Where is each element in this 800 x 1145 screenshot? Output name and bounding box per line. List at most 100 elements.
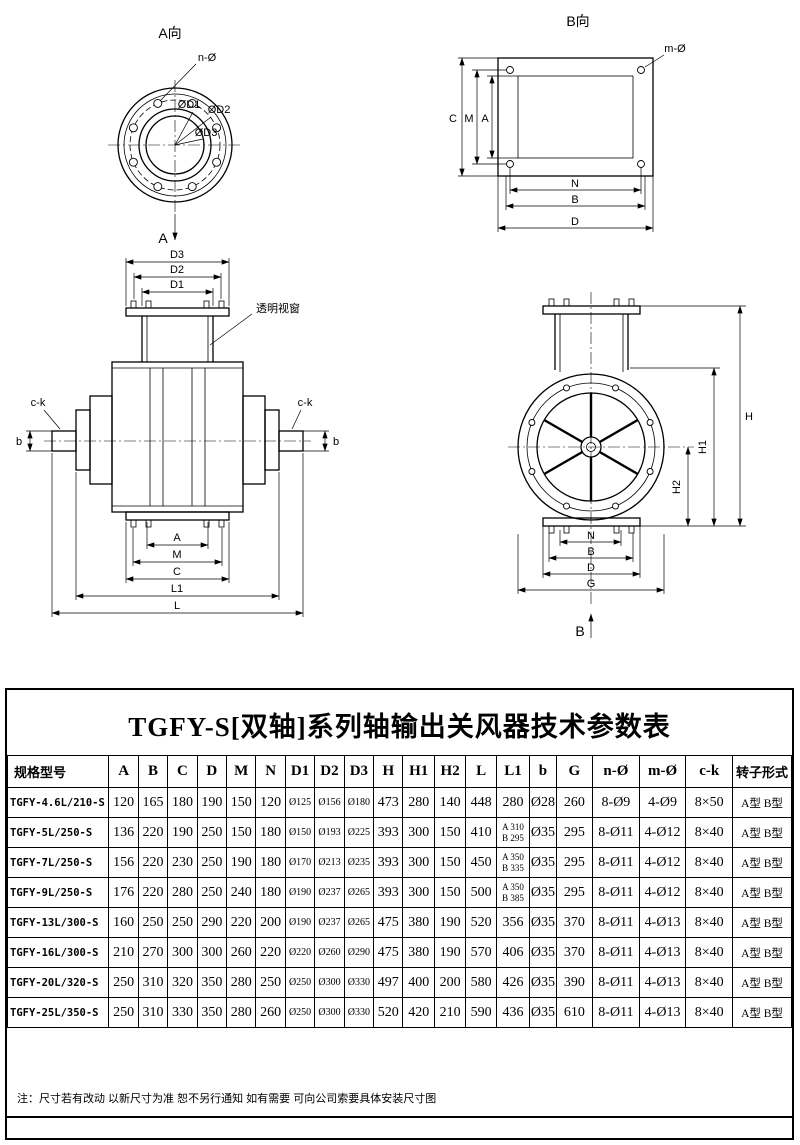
table-cell: Ø300 xyxy=(314,967,345,998)
table-cell: 156 xyxy=(108,847,139,878)
column-header: D3 xyxy=(343,755,375,788)
table-cell: A型 B型 xyxy=(732,847,792,878)
view-b-title: B向 xyxy=(566,13,589,29)
table-cell: 280 xyxy=(226,997,257,1028)
table-cell: 250 xyxy=(196,877,228,908)
column-header: c-k xyxy=(685,755,734,788)
column-header: b xyxy=(529,755,557,788)
table-cell: 4-Ø9 xyxy=(638,787,687,818)
table-cell: Ø156 xyxy=(314,787,345,818)
table-cell: 150 xyxy=(226,817,257,848)
bolt-circle xyxy=(129,99,221,191)
table-cell: 8×40 xyxy=(685,997,734,1028)
table-cell: 150 xyxy=(433,817,467,848)
table-cell: 448 xyxy=(465,787,497,818)
table-cell: 240 xyxy=(226,877,257,908)
table-cell: 160 xyxy=(108,907,139,938)
dim-h1-label: H1 xyxy=(697,440,709,454)
table-cell: 280 xyxy=(402,787,435,818)
table-cell: Ø190 xyxy=(284,907,316,938)
table-cell: 370 xyxy=(555,907,594,938)
table-cell: 4-Ø13 xyxy=(638,997,687,1028)
table-cell: 473 xyxy=(373,787,404,818)
table-cell: Ø265 xyxy=(343,877,375,908)
flange-outer-circle xyxy=(117,87,233,203)
table-cell: 8×50 xyxy=(685,787,734,818)
table-cell: 220 xyxy=(255,937,286,968)
right-bearing-housing xyxy=(242,395,266,485)
table-cell: 250 xyxy=(196,817,228,848)
table-cell: 8-Ø11 xyxy=(592,817,640,848)
table-cell: Ø35 xyxy=(529,847,557,878)
table-cell: 370 xyxy=(555,937,594,968)
keyway-label-left: c-k xyxy=(31,397,46,409)
column-header: 规格型号 xyxy=(6,755,110,788)
table-cell: 190 xyxy=(226,847,257,878)
table-cell: 150 xyxy=(226,787,257,818)
side-top-flange xyxy=(542,305,641,315)
column-header: H1 xyxy=(402,755,435,788)
table-cell: 260 xyxy=(555,787,594,818)
table-cell: Ø300 xyxy=(314,997,345,1028)
table-cell: Ø28 xyxy=(529,787,557,818)
table-cell: 300 xyxy=(402,877,435,908)
column-header: H2 xyxy=(433,755,467,788)
d1-diameter-label: ØD1 xyxy=(178,99,201,111)
table-cell: 150 xyxy=(433,847,467,878)
table-cell: Ø235 xyxy=(343,847,375,878)
table-cell: 250 xyxy=(196,847,228,878)
technical-drawing: A向 n-Ø ØD1 ØD2 ØD3 A B向 m-Ø C xyxy=(16,13,753,639)
table-cell: TGFY-16L/300-S xyxy=(6,937,110,968)
column-header: L1 xyxy=(495,755,531,788)
column-header: n-Ø xyxy=(592,755,640,788)
side-bottom-flange xyxy=(542,517,641,527)
table-cell: 8-Ø11 xyxy=(592,997,640,1028)
table-cell: Ø250 xyxy=(284,997,316,1028)
table-cell: 8×40 xyxy=(685,847,734,878)
table-cell: 393 xyxy=(373,877,404,908)
table-cell: 330 xyxy=(167,997,198,1028)
dim-b-shaft-right: b xyxy=(333,436,339,448)
table-cell: 250 xyxy=(167,907,198,938)
table-cell: 140 xyxy=(433,787,467,818)
column-header: 转子形式 xyxy=(732,755,792,788)
valve-body xyxy=(111,361,244,513)
table-cell: 260 xyxy=(255,997,286,1028)
table-cell: TGFY-9L/250-S xyxy=(6,877,110,908)
table-cell: 250 xyxy=(108,997,139,1028)
m-hole-count-label: m-Ø xyxy=(664,43,686,55)
table-cell: 393 xyxy=(373,847,404,878)
table-cell: A型 B型 xyxy=(732,937,792,968)
table-cell: 570 xyxy=(465,937,497,968)
table-cell: Ø35 xyxy=(529,877,557,908)
view-b-flange-drawing: B向 m-Ø C M A N B D xyxy=(449,13,686,232)
table-cell: 8-Ø9 xyxy=(592,787,640,818)
table-cell: 260 xyxy=(226,937,257,968)
top-flange xyxy=(125,307,230,317)
dim-b-label: B xyxy=(571,194,578,206)
table-cell: Ø265 xyxy=(343,907,375,938)
table-cell: Ø35 xyxy=(529,997,557,1028)
table-cell: 280 xyxy=(167,877,198,908)
table-cell: 295 xyxy=(555,847,594,878)
table-cell: 300 xyxy=(196,937,228,968)
table-cell: TGFY-25L/350-S xyxy=(6,997,110,1028)
table-cell: Ø190 xyxy=(284,877,316,908)
table-cell: A型 B型 xyxy=(732,907,792,938)
d3-diameter-label: ØD3 xyxy=(195,127,218,139)
table-cell: 250 xyxy=(108,967,139,998)
table-cell: 150 xyxy=(433,877,467,908)
table-cell: 356 xyxy=(495,907,531,938)
table-cell: 8-Ø11 xyxy=(592,907,640,938)
dim-l1-bottom: L1 xyxy=(171,583,183,595)
table-cell: 450 xyxy=(465,847,497,878)
column-header: L xyxy=(465,755,497,788)
table-cell: 475 xyxy=(373,907,404,938)
dim-d2-label: D2 xyxy=(170,264,184,276)
dim-d1-label: D1 xyxy=(170,279,184,291)
table-cell: 380 xyxy=(402,937,435,968)
